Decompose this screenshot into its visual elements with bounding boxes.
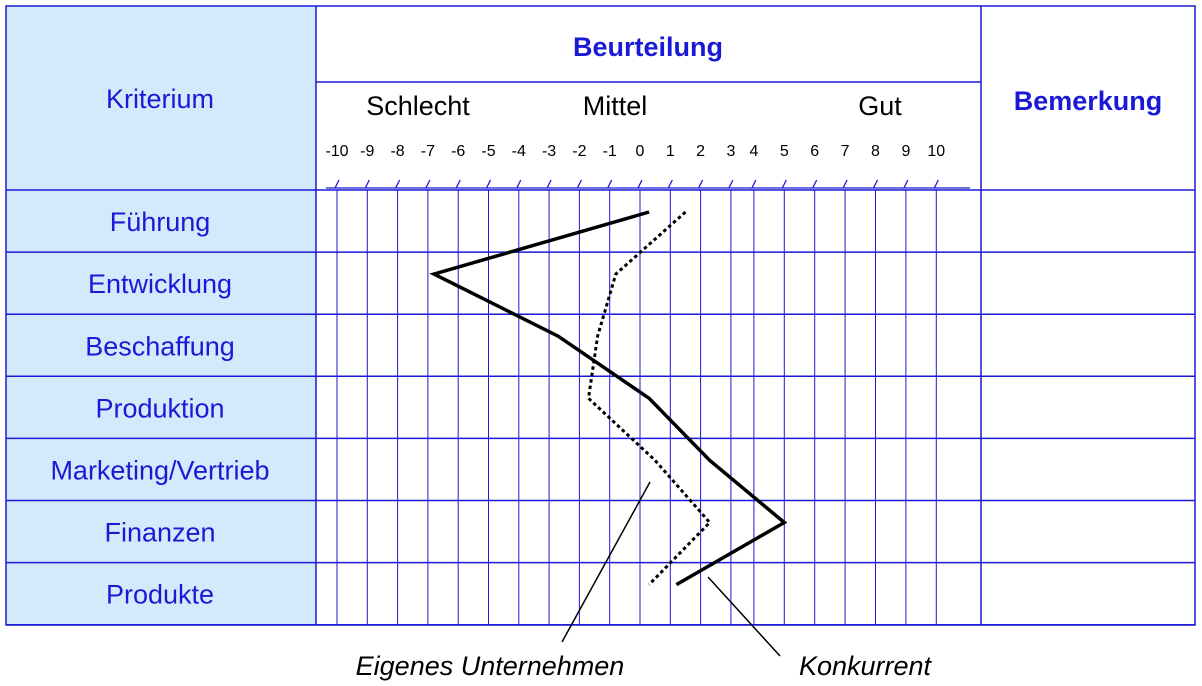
- rating-header: Beurteilung: [573, 32, 723, 62]
- series-line-own-company: [586, 210, 712, 586]
- scale-tick-label: -9: [360, 143, 374, 160]
- series-line-competitor: [429, 210, 788, 587]
- scale-tick-mark: [903, 179, 909, 189]
- legend-leader-competitor: [707, 576, 781, 657]
- criterion-label: Produkte: [106, 580, 214, 610]
- scale-tick-label: -5: [481, 143, 495, 160]
- scale-tick-mark: [425, 179, 431, 189]
- scale-tick-mark: [842, 179, 848, 189]
- scale-tick-mark: [933, 179, 939, 189]
- scale-tick-label: 2: [696, 143, 705, 160]
- scale-tick-label: 8: [871, 143, 880, 160]
- criterion-label: Marketing/Vertrieb: [50, 455, 269, 485]
- legend-label-competitor: Konkurrent: [799, 651, 933, 681]
- criterion-label: Entwicklung: [88, 269, 232, 299]
- scale-tick-label: -6: [451, 143, 465, 160]
- scale-tick-label: -8: [390, 143, 404, 160]
- scale-tick-label: 7: [841, 143, 850, 160]
- remark-header: Bemerkung: [1014, 86, 1163, 116]
- scale-tick-label: 6: [810, 143, 819, 160]
- scale-word-medium: Mittel: [583, 91, 648, 121]
- legend-label-own-company: Eigenes Unternehmen: [356, 651, 625, 681]
- scale-tick-mark: [698, 179, 704, 189]
- scale-tick-mark: [812, 179, 818, 189]
- scale-word-bad: Schlecht: [366, 91, 470, 121]
- scale-tick-mark: [334, 179, 340, 189]
- scale-tick-label: 5: [780, 143, 789, 160]
- criterion-label: Produktion: [95, 393, 224, 423]
- scale-tick-mark: [751, 179, 757, 189]
- scale-tick-mark: [872, 179, 879, 189]
- scale-tick-label: -4: [512, 143, 526, 160]
- scale-tick-label: 3: [726, 143, 735, 160]
- scale-tick-label: -3: [542, 143, 556, 160]
- scale-tick-mark: [395, 179, 401, 189]
- scale-tick-mark: [516, 179, 522, 189]
- legend-leader-own-company: [561, 481, 651, 643]
- scale-tick-label: -10: [325, 143, 348, 160]
- scale-tick-mark: [607, 179, 613, 189]
- scale-tick-label: -2: [572, 143, 586, 160]
- criterion-column-background: [6, 6, 316, 625]
- criterion-header: Kriterium: [106, 84, 214, 114]
- scale-tick-label: -1: [603, 143, 617, 160]
- scale-tick-label: 0: [636, 143, 645, 160]
- scale-tick-mark: [364, 179, 370, 189]
- scale-tick-mark: [781, 179, 787, 189]
- scale-tick-mark: [576, 179, 582, 189]
- scale-tick-label: 4: [749, 143, 758, 160]
- scale-tick-mark: [455, 179, 461, 189]
- scale-tick-mark: [546, 179, 552, 189]
- criterion-label: Finanzen: [104, 518, 215, 548]
- criterion-label: Führung: [110, 207, 211, 237]
- scale-tick-mark: [485, 179, 492, 189]
- scale-tick-label: -7: [421, 143, 435, 160]
- scale-word-good: Gut: [858, 91, 902, 121]
- criterion-label: Beschaffung: [85, 331, 235, 361]
- scale-tick-mark: [728, 179, 734, 189]
- scale-tick-label: 10: [927, 143, 945, 160]
- scale-tick-label: 1: [666, 143, 675, 160]
- scale-tick-mark: [637, 179, 643, 189]
- scale-tick-mark: [667, 179, 673, 189]
- scale-tick-label: 9: [901, 143, 910, 160]
